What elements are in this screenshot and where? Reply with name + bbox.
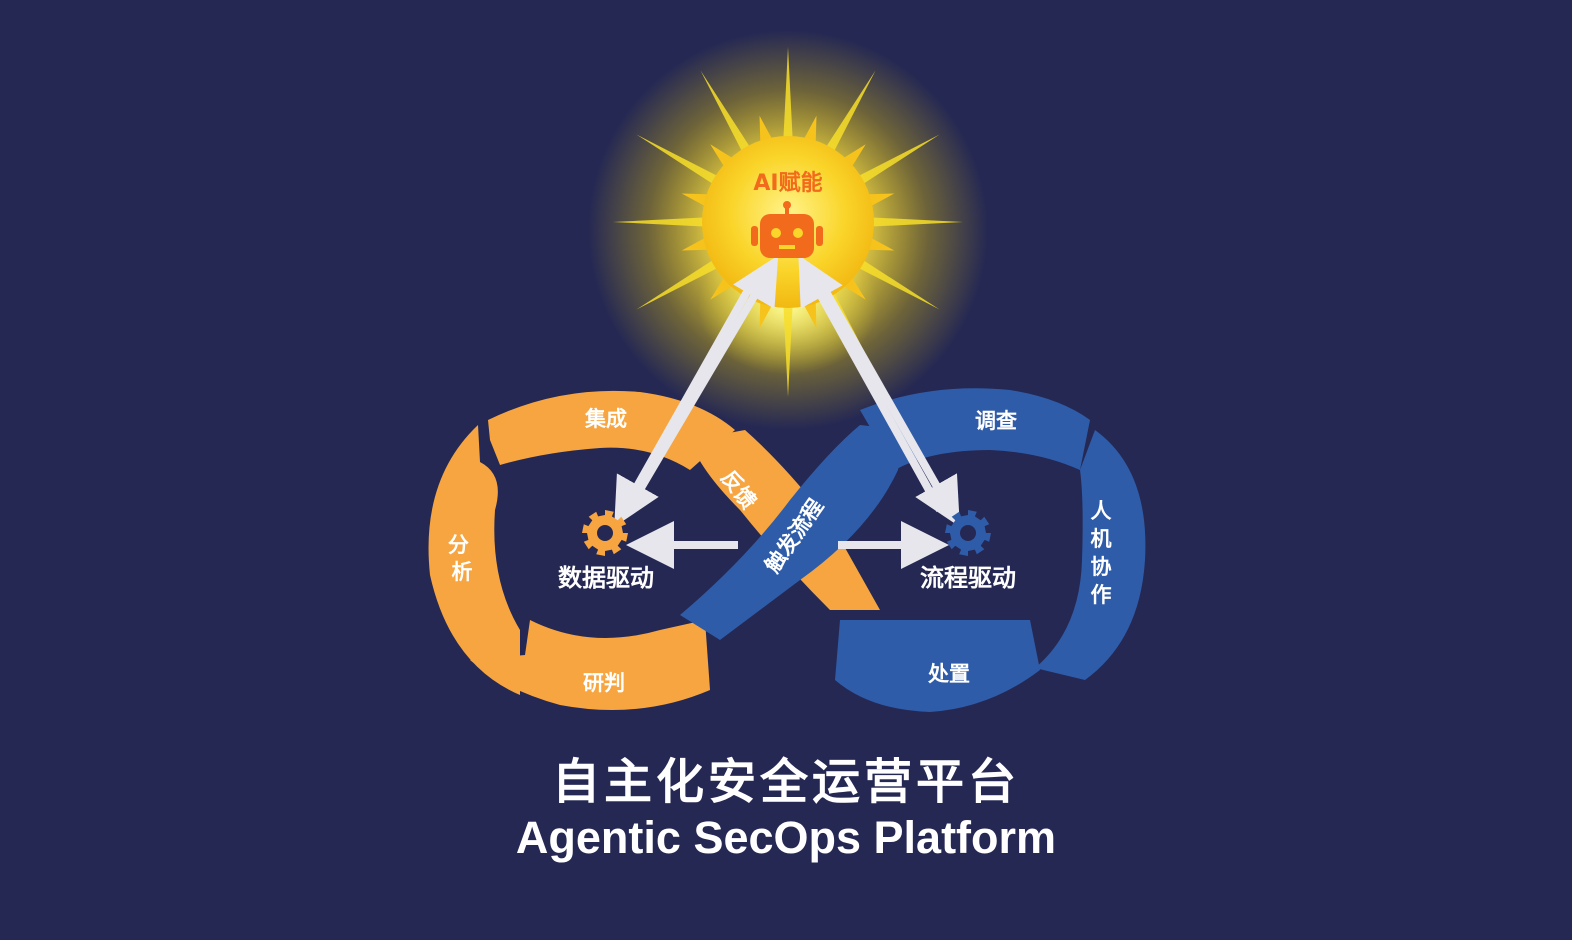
left-loop-left-label-line1: 分 (448, 533, 469, 557)
sun-ray (854, 257, 940, 310)
gear-hole (960, 525, 976, 541)
right-loop-segment-right (1035, 430, 1146, 680)
robot-eye-right (793, 228, 803, 238)
sun-ray (823, 70, 876, 156)
robot-eye-left (771, 228, 781, 238)
robot-mouth (779, 245, 795, 249)
arrow-left-to-sun (624, 255, 779, 513)
left-loop-bottom-label: 研判 (583, 671, 625, 695)
left-loop-segment-top (488, 390, 735, 470)
sun-ray (636, 257, 722, 310)
right-loop-segment-bottom (835, 620, 1040, 712)
robot-head (760, 214, 814, 258)
right-loop-right-label-char: 协 (1091, 555, 1112, 579)
left-loop-segment-bottom (470, 620, 710, 710)
page-title-english: Agentic SecOps Platform (515, 812, 1057, 863)
sun-ray (613, 217, 709, 227)
arrow-sun-to-right (821, 288, 960, 527)
sun-ray (783, 301, 793, 397)
sun-ray (636, 134, 722, 187)
left-hub-label: 数据驱动 (558, 564, 654, 592)
sun-ray (783, 47, 793, 143)
left-loop-left-label: 分 析 (448, 533, 476, 584)
gear-icon (945, 510, 991, 556)
left-loop-left-label-line2: 析 (452, 560, 473, 584)
right-loop-right-label: 人机协作 (1091, 499, 1112, 607)
sun-ray (700, 70, 753, 156)
gear-icon (582, 510, 628, 556)
arrow-sun-to-left (614, 288, 752, 527)
right-loop-bottom-label: 处置 (927, 662, 970, 686)
sun-ray (854, 134, 940, 187)
arrows (614, 255, 960, 569)
right-loop-right-label-char: 机 (1091, 527, 1112, 551)
left-loop-segment-left (428, 425, 520, 695)
sun-ray (867, 217, 963, 227)
left-loop-top-label: 集成 (584, 407, 627, 431)
right-loop-right-label-char: 人 (1091, 499, 1112, 523)
arrow-right-to-sun (798, 255, 944, 512)
sun-label: AI赋能 (753, 170, 822, 196)
page-title-chinese: 自主化安全运营平台 (551, 754, 1020, 810)
gear-hole (597, 525, 613, 541)
robot-antenna (785, 205, 789, 215)
robot-ear-left (751, 226, 758, 246)
right-loop-top-label: 调查 (975, 409, 1017, 433)
right-loop-segment-diagonal (680, 425, 905, 640)
right-loop-right-label-char: 作 (1091, 583, 1112, 607)
robot-icon (751, 201, 823, 258)
robot-ear-right (816, 226, 823, 246)
right-hub-label: 流程驱动 (920, 564, 1016, 592)
